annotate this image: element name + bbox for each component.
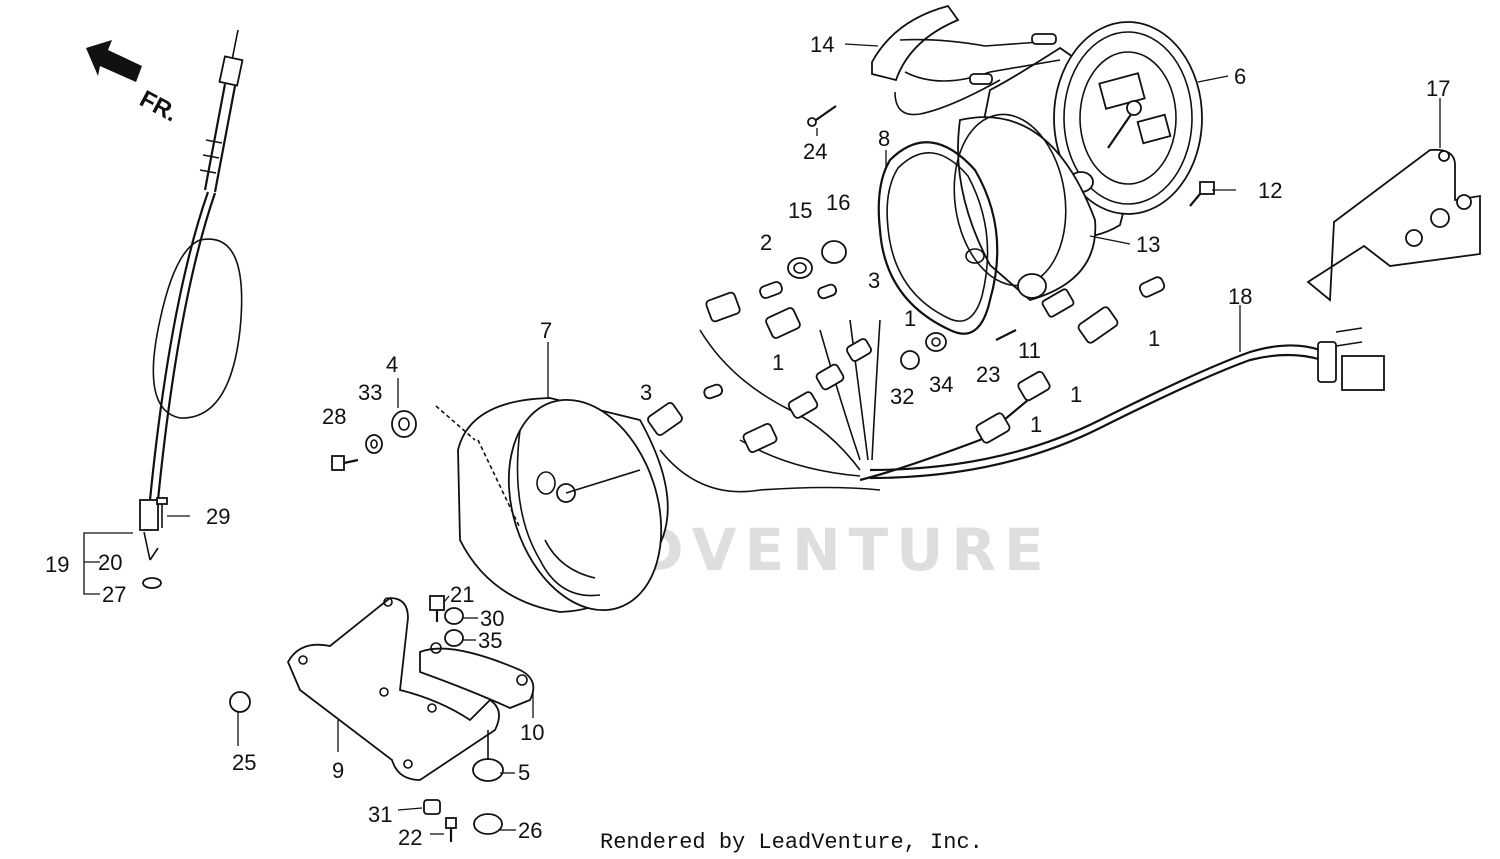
- part-label-26: 26: [518, 818, 542, 843]
- part-label-12: 12: [1258, 178, 1282, 203]
- grommet-icon: [821, 240, 847, 264]
- wire-harness: [659, 319, 1385, 493]
- bulb-socket-icon: [765, 307, 801, 339]
- part-labels: 14 6 17 8 24 12 16 15 2 13 3 18 1 7 1 11…: [45, 32, 1450, 850]
- instrument-case: [953, 113, 1097, 302]
- bulb-icon: [703, 383, 724, 400]
- bulb-socket-icon: [815, 363, 845, 391]
- washer-icon: [142, 577, 162, 589]
- part-label-34: 34: [929, 372, 953, 397]
- grommet-icon: [391, 410, 417, 438]
- part-label-1-d: 1: [1070, 382, 1082, 407]
- part-label-29: 29: [206, 504, 230, 529]
- part-label-13: 13: [1136, 232, 1160, 257]
- part-label-5: 5: [518, 760, 530, 785]
- part-label-14: 14: [810, 32, 834, 57]
- part-label-31: 31: [368, 802, 392, 827]
- part-label-19: 19: [45, 552, 69, 577]
- part-label-28: 28: [322, 404, 346, 429]
- screw-icon: [156, 497, 168, 528]
- part-label-10: 10: [520, 720, 544, 745]
- bolt-icon: [429, 595, 445, 622]
- part-label-2: 2: [760, 230, 772, 255]
- part-label-33: 33: [358, 380, 382, 405]
- cable-gear-icon: [1041, 288, 1075, 318]
- bulb-icon: [1138, 276, 1166, 298]
- screw-icon: [1189, 181, 1215, 207]
- bolt-icon: [331, 455, 359, 471]
- flange-nut-icon: [473, 813, 503, 835]
- bulb-socket-icon: [975, 412, 1011, 444]
- washer-icon: [365, 434, 383, 454]
- nut-icon: [444, 607, 464, 625]
- part-label-18: 18: [1228, 284, 1252, 309]
- part-label-24: 24: [803, 139, 827, 164]
- bulb-socket-icon: [1077, 306, 1119, 344]
- render-credit: Rendered by LeadVenture, Inc.: [600, 830, 983, 855]
- mounting-bracket: [287, 597, 500, 781]
- bulb-socket-icon: [1017, 370, 1051, 402]
- part-label-1-b: 1: [1148, 326, 1160, 351]
- part-label-20: 20: [98, 550, 122, 575]
- part-label-22: 22: [398, 825, 422, 850]
- bulb-icon: [759, 281, 783, 299]
- part-label-21: 21: [450, 582, 474, 607]
- part-label-27: 27: [102, 582, 126, 607]
- part-label-16: 16: [826, 190, 850, 215]
- part-label-15: 15: [788, 198, 812, 223]
- part-label-7: 7: [540, 318, 552, 343]
- speedometer-cable: [139, 29, 244, 561]
- screw-icon: [995, 329, 1017, 341]
- bulb-icon: [817, 283, 838, 300]
- part-label-25: 25: [232, 750, 256, 775]
- gasket-ring: [877, 141, 999, 335]
- part-label-35: 35: [478, 628, 502, 653]
- instrument-housing: [435, 397, 669, 613]
- washer-icon: [787, 257, 813, 279]
- bulb-socket-icon: [846, 338, 872, 362]
- front-direction-arrow-icon: [86, 40, 142, 82]
- part-label-32: 32: [890, 384, 914, 409]
- leader-lines: [167, 43, 1441, 835]
- bulb-socket-icon: [705, 291, 741, 323]
- part-label-3-lower: 3: [640, 380, 652, 405]
- indicator-bracket: [1306, 148, 1481, 302]
- part-label-6: 6: [1234, 64, 1246, 89]
- part-label-30: 30: [480, 606, 504, 631]
- bulb-socket-icon: [647, 402, 683, 436]
- rubber-mount-icon: [472, 730, 504, 782]
- part-label-8: 8: [878, 126, 890, 151]
- bolt-icon: [445, 817, 457, 842]
- screw-icon: [807, 105, 837, 127]
- part-label-1-c: 1: [772, 350, 784, 375]
- nut-icon: [423, 799, 441, 815]
- bracket-19-leader: [83, 532, 133, 595]
- part-label-3-upper: 3: [868, 268, 880, 293]
- grommet-icon: [229, 691, 251, 713]
- part-label-23: 23: [976, 362, 1000, 387]
- washer-icon: [925, 332, 947, 352]
- indicator-holder: [871, 4, 1061, 116]
- bulb-socket-icon: [742, 423, 778, 453]
- stay-bracket: [419, 642, 535, 709]
- part-label-4: 4: [386, 352, 398, 377]
- part-label-11: 11: [1018, 338, 1041, 363]
- front-direction-label: FR.: [135, 85, 182, 127]
- nut-icon: [444, 629, 464, 647]
- bulb-socket-icon: [787, 391, 819, 419]
- nut-icon: [900, 350, 920, 370]
- part-label-17: 17: [1426, 76, 1450, 101]
- part-label-9: 9: [332, 758, 344, 783]
- part-label-1-a: 1: [904, 306, 916, 331]
- part-label-1-e: 1: [1030, 412, 1042, 437]
